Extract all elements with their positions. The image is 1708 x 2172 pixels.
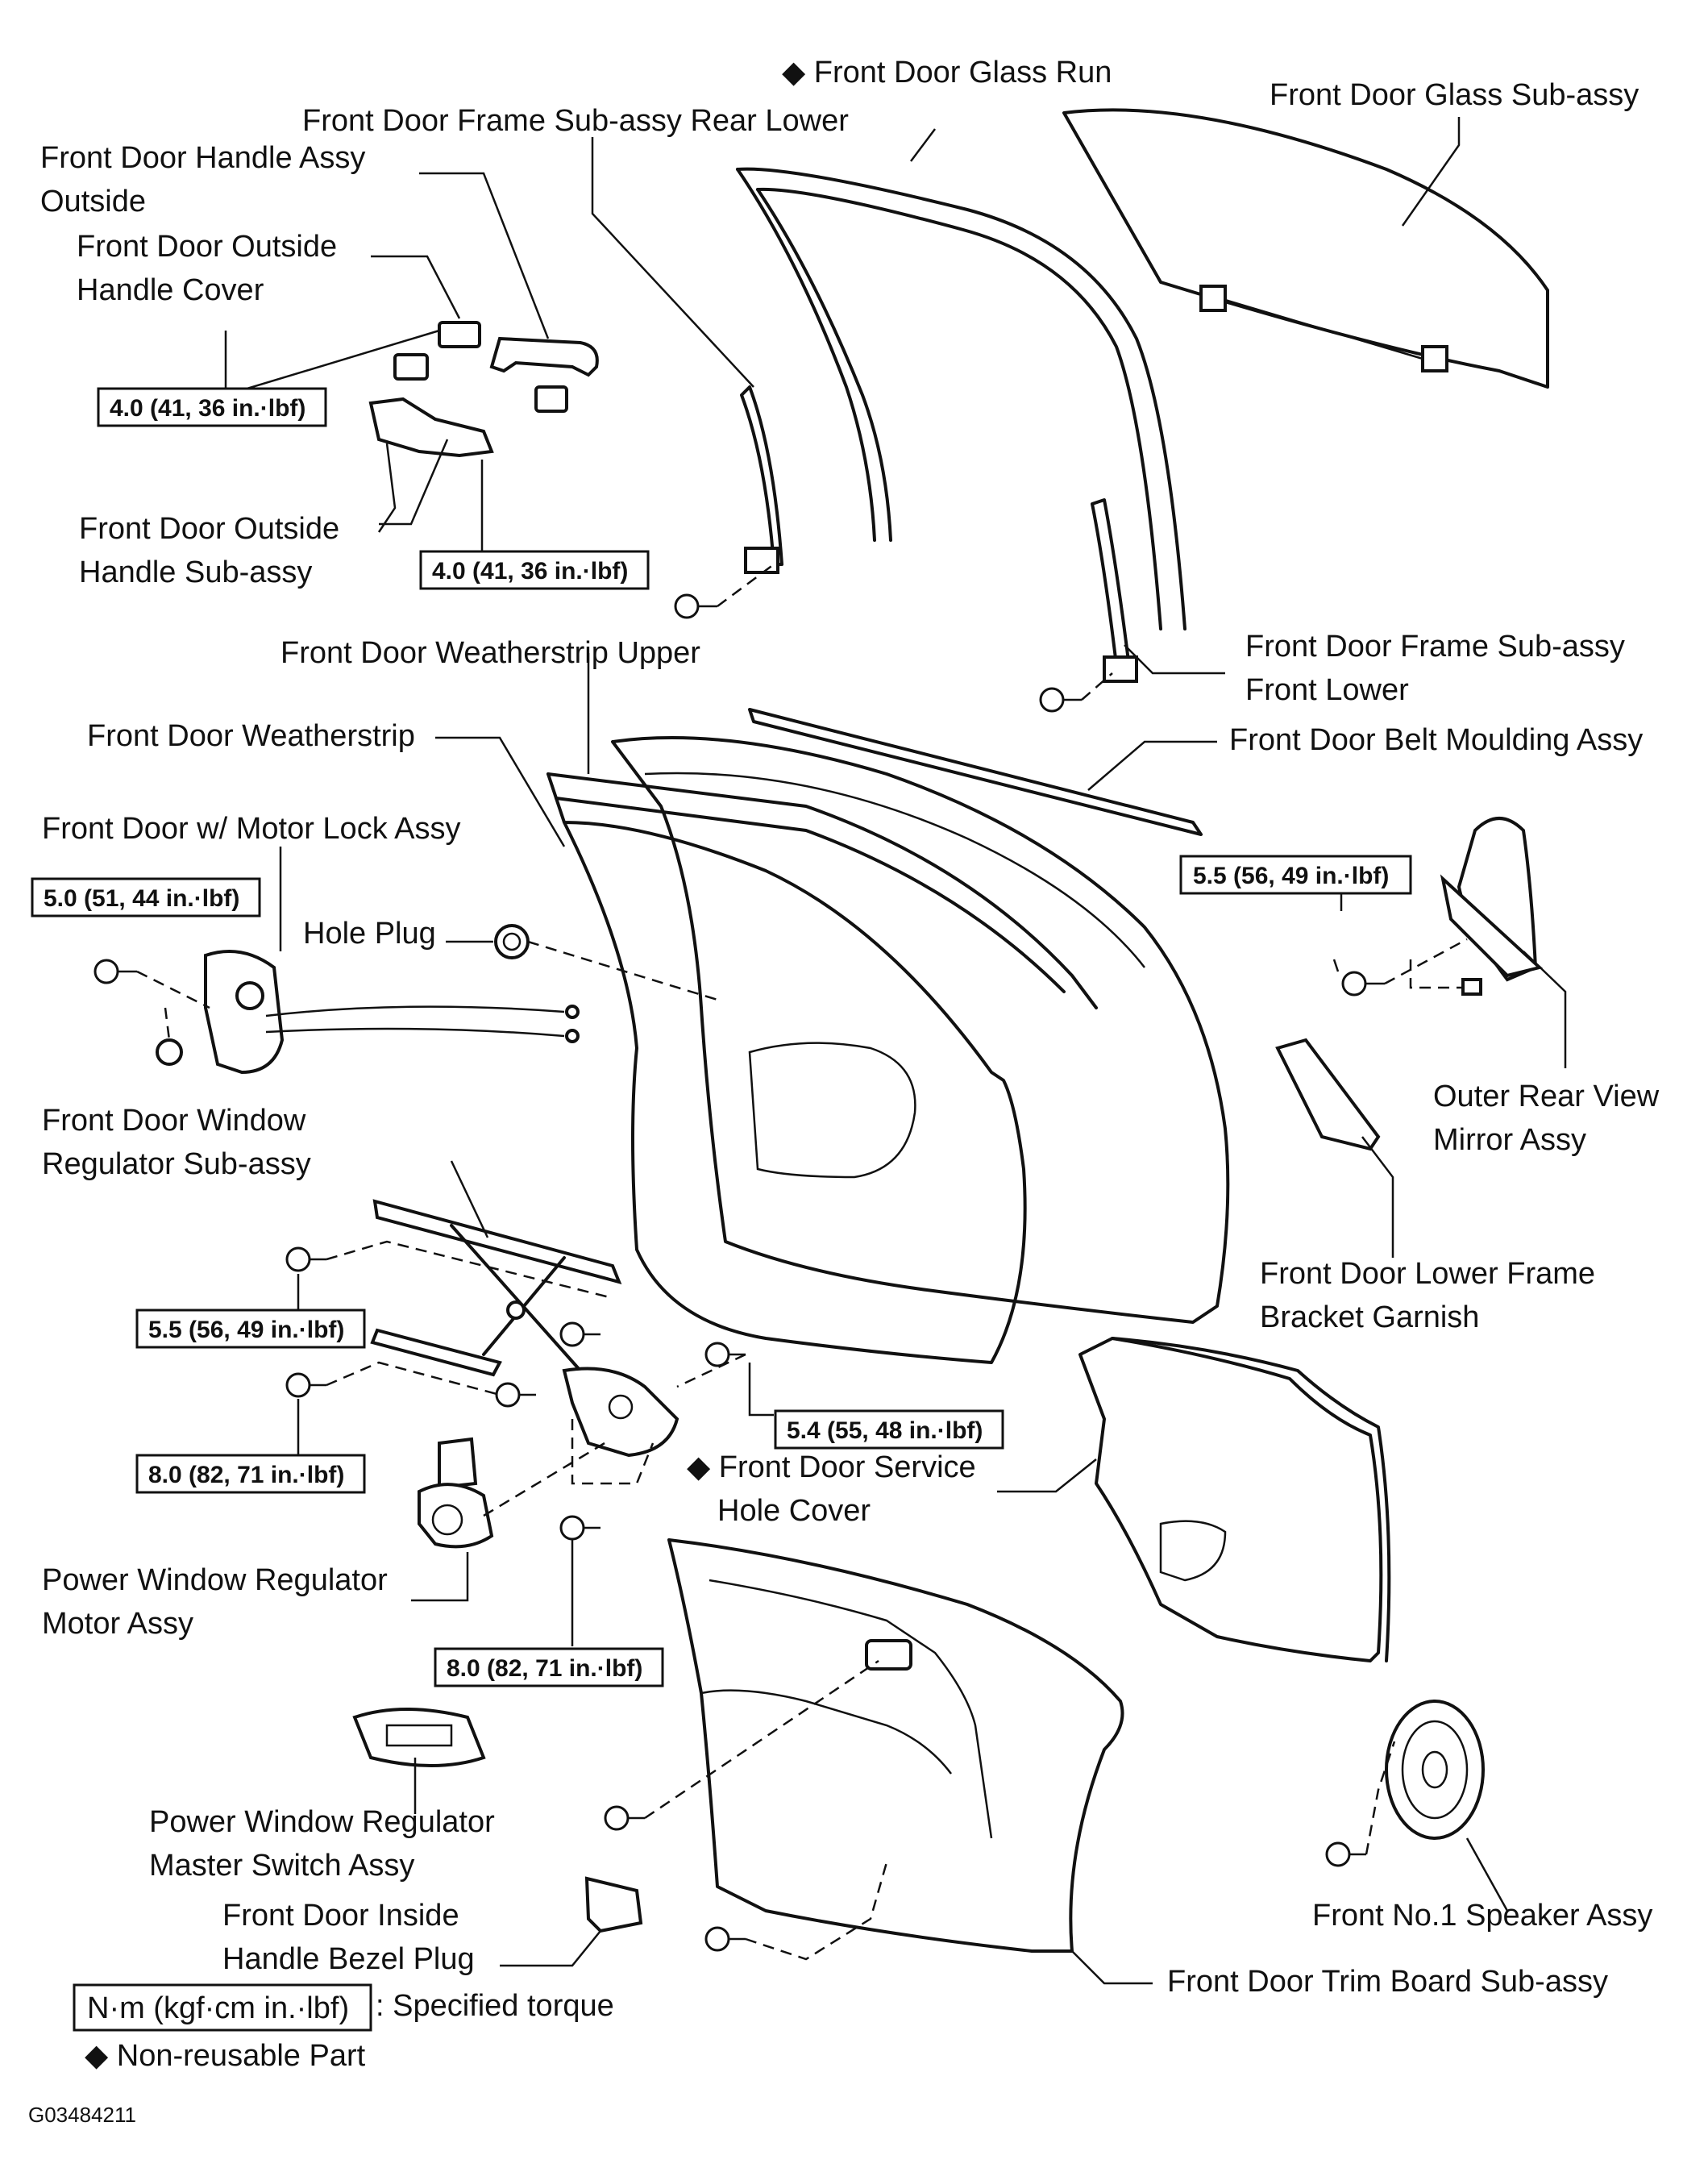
bolt-icon	[559, 1515, 601, 1541]
bolt-icon	[495, 1382, 536, 1408]
label-regulator-1: Front Door Window	[42, 1104, 306, 1138]
svg-text:4.0 (41, 36 in.·lbf): 4.0 (41, 36 in.·lbf)	[432, 558, 628, 585]
bolt-icon	[285, 1372, 326, 1398]
label-weatherstrip: Front Door Weatherstrip	[87, 719, 415, 753]
torque-box-regulator-side: 5.4 (55, 48 in.·lbf)	[774, 1409, 1004, 1450]
label-speaker: Front No.1 Speaker Assy	[1312, 1899, 1652, 1933]
frame-rear-lower-part	[740, 385, 783, 574]
outside-handle-part	[368, 321, 599, 533]
trim-board-part	[667, 1538, 1124, 1953]
bolt-icon	[559, 1321, 601, 1347]
torque-box-regulator-lower: 8.0 (82, 71 in.·lbf)	[135, 1454, 366, 1494]
label-glass: Front Door Glass Sub-assy	[1270, 78, 1639, 112]
svg-text:5.5 (56, 49 in.·lbf): 5.5 (56, 49 in.·lbf)	[148, 1317, 344, 1343]
bracket-garnish-part	[1275, 1038, 1381, 1151]
door-glass-part	[1062, 108, 1549, 389]
label-mirror-1: Outer Rear View	[1433, 1080, 1660, 1113]
torque-box-motor-lock: 5.0 (51, 44 in.·lbf)	[31, 877, 261, 917]
speaker-part	[1385, 1700, 1485, 1840]
label-service-hole-2: Hole Cover	[717, 1494, 871, 1528]
label-handle-sub-1: Front Door Outside	[79, 512, 339, 546]
label-frame-front-lower-2: Front Lower	[1245, 673, 1409, 707]
torque-box-motor: 8.0 (82, 71 in.·lbf)	[434, 1647, 664, 1687]
legend-unit-box	[73, 1983, 372, 2032]
legend: N·m (kgf·cm in.·lbf) : Specified torque …	[28, 1983, 614, 2127]
label-frame-rear-lower: Front Door Frame Sub-assy Rear Lower	[302, 104, 849, 138]
regulator-motor-part	[418, 1437, 494, 1549]
hole-plug-part	[494, 924, 530, 959]
svg-text:8.0 (82, 71 in.·lbf): 8.0 (82, 71 in.·lbf)	[148, 1462, 344, 1488]
bolt-icon	[604, 1805, 645, 1831]
weatherstrip-part	[546, 772, 1098, 1364]
label-handle-outside-2: Outside	[40, 185, 146, 218]
frame-front-lower-part	[1091, 498, 1138, 683]
bolt-icon	[1341, 971, 1385, 997]
label-weatherstrip-upper: Front Door Weatherstrip Upper	[281, 636, 700, 670]
bolts	[94, 593, 1385, 1952]
torque-box-mirror: 5.5 (56, 49 in.·lbf)	[1179, 855, 1412, 895]
torque-box-handle-sub: 4.0 (41, 36 in.·lbf)	[419, 550, 650, 590]
legend-unit-text: N·m (kgf·cm in.·lbf)	[87, 1991, 349, 2025]
label-motor-lock: Front Door w/ Motor Lock Assy	[42, 812, 461, 846]
service-hole-cover-part	[1078, 1337, 1391, 1662]
label-bezel-plug-2: Handle Bezel Plug	[222, 1942, 475, 1976]
label-master-switch-2: Master Switch Assy	[149, 1849, 414, 1883]
bolt-icon	[674, 593, 717, 619]
label-pw-motor-1: Power Window Regulator	[42, 1563, 388, 1597]
window-regulator-part	[370, 1199, 679, 1458]
torque-box-regulator: 5.5 (56, 49 in.·lbf)	[135, 1309, 366, 1349]
assembly-lines	[136, 563, 1468, 1961]
label-regulator-2: Regulator Sub-assy	[42, 1147, 311, 1181]
label-bracket-garnish-2: Bracket Garnish	[1260, 1300, 1479, 1334]
legend-unit-desc: : Specified torque	[376, 1989, 614, 2023]
label-mirror-2: Mirror Assy	[1433, 1123, 1586, 1157]
label-handle-sub-2: Handle Sub-assy	[79, 555, 312, 589]
svg-text:5.4 (55, 48 in.·lbf): 5.4 (55, 48 in.·lbf)	[787, 1417, 983, 1444]
motor-lock-part	[156, 950, 580, 1075]
label-hole-plug: Hole Plug	[303, 917, 436, 951]
master-switch-part	[352, 1708, 486, 1767]
svg-text:4.0 (41, 36 in.·lbf): 4.0 (41, 36 in.·lbf)	[110, 395, 305, 422]
torque-box-handle-cover: 4.0 (41, 36 in.·lbf)	[97, 387, 327, 427]
label-handle-cover-2: Handle Cover	[77, 273, 264, 307]
glass-run-part	[736, 167, 1186, 630]
diagram-code: G03484211	[28, 2103, 136, 2127]
label-belt-moulding: Front Door Belt Moulding Assy	[1229, 723, 1643, 757]
label-pw-motor-2: Motor Assy	[42, 1607, 193, 1641]
bolt-icon	[1325, 1841, 1366, 1867]
label-bezel-plug-1: Front Door Inside	[222, 1899, 459, 1933]
label-trim-board: Front Door Trim Board Sub-assy	[1167, 1965, 1608, 1999]
label-handle-outside-1: Front Door Handle Assy	[40, 141, 365, 175]
bolt-icon	[94, 959, 137, 984]
label-handle-cover-1: Front Door Outside	[77, 230, 337, 264]
label-bracket-garnish-1: Front Door Lower Frame	[1260, 1257, 1595, 1291]
leader-lines	[224, 117, 1567, 1985]
bolt-icon	[704, 1926, 746, 1952]
belt-moulding-part	[748, 708, 1203, 836]
bolt-icon	[285, 1246, 326, 1272]
svg-text:5.0 (51, 44 in.·lbf): 5.0 (51, 44 in.·lbf)	[44, 885, 239, 912]
svg-text:8.0 (82, 71 in.·lbf): 8.0 (82, 71 in.·lbf)	[447, 1655, 642, 1682]
legend-nonreusable: ◆ Non-reusable Part	[85, 2039, 366, 2073]
bezel-plug-part	[584, 1876, 643, 1933]
svg-text:5.5 (56, 49 in.·lbf): 5.5 (56, 49 in.·lbf)	[1193, 863, 1389, 889]
mirror-part	[1440, 817, 1544, 996]
label-frame-front-lower-1: Front Door Frame Sub-assy	[1245, 630, 1625, 664]
label-master-switch-1: Power Window Regulator	[149, 1805, 495, 1839]
door-panel-part	[611, 736, 1230, 1324]
label-service-hole-1: ◆ Front Door Service	[687, 1450, 976, 1484]
torque-specs: 4.0 (41, 36 in.·lbf) 4.0 (41, 36 in.·lbf…	[31, 387, 1412, 1687]
label-glass-run: ◆ Front Door Glass Run	[782, 56, 1112, 89]
bolt-icon	[1039, 687, 1082, 713]
part-labels: ◆ Front Door Glass Run Front Door Frame …	[40, 56, 1660, 1999]
bolt-icon	[704, 1342, 746, 1367]
